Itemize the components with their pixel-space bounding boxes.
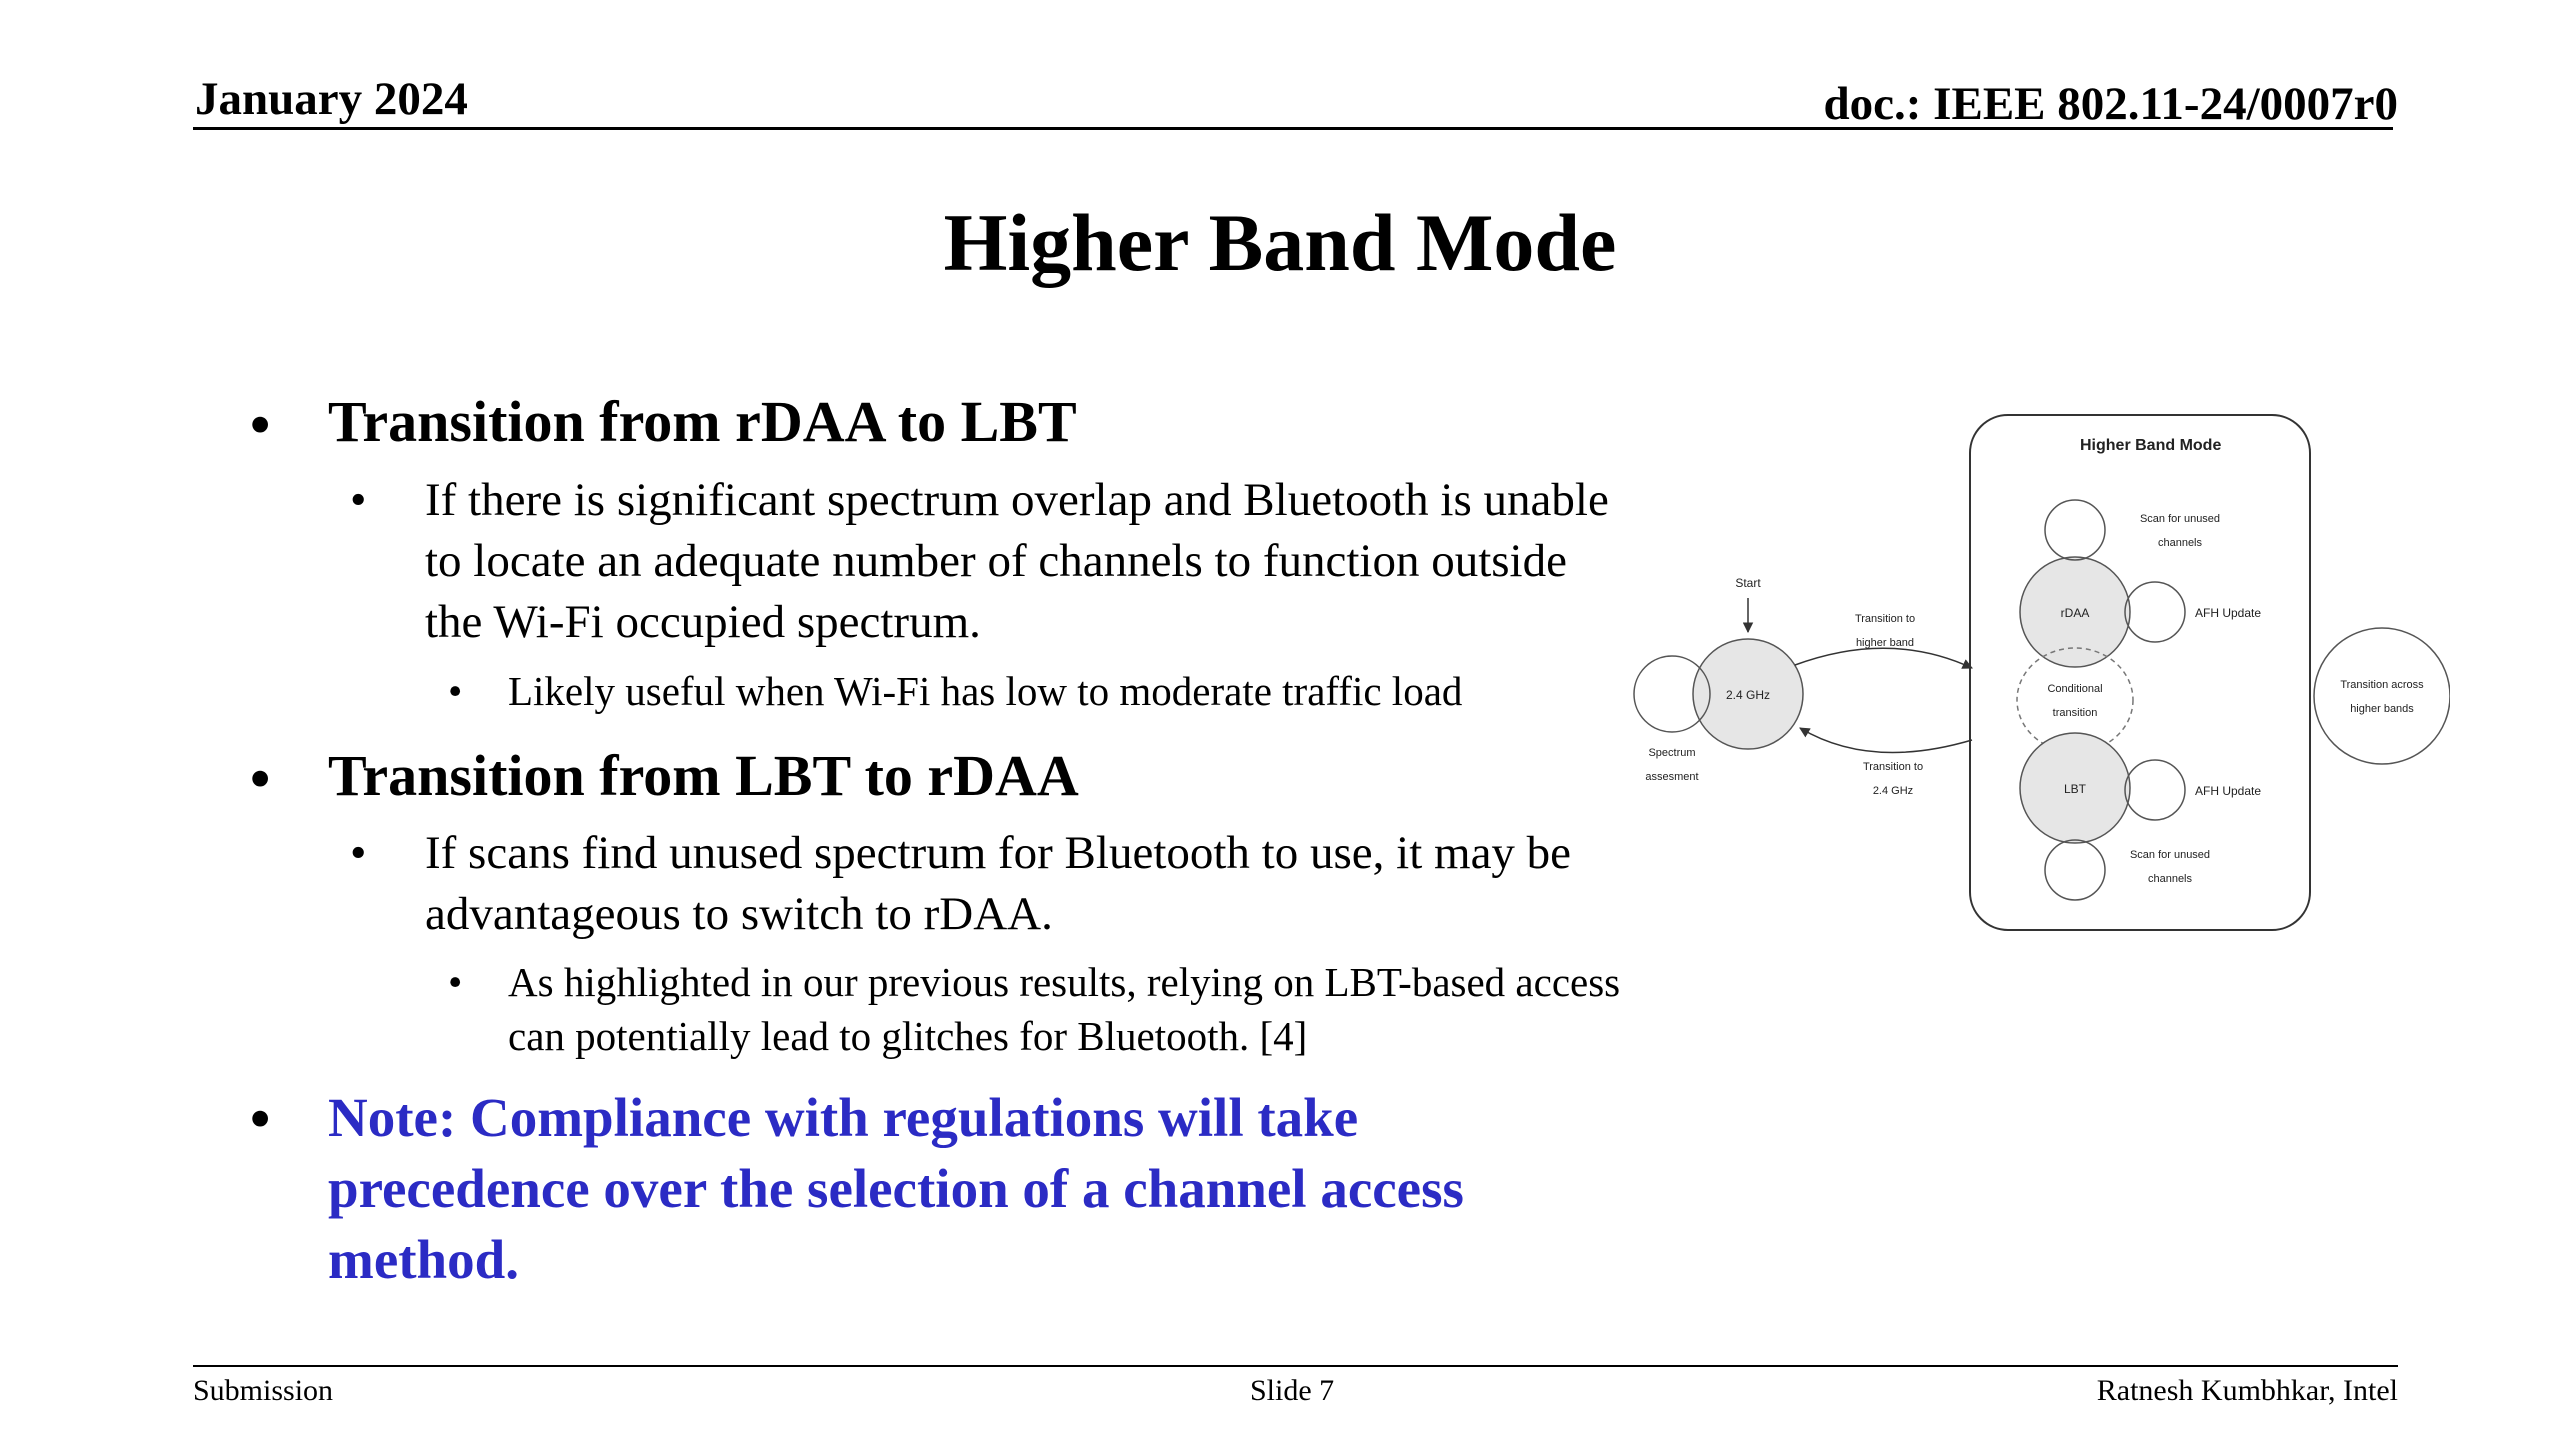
footer-divider — [193, 1365, 2398, 1367]
node-lbt — [2019, 732, 2131, 844]
spectrum-label-2: assesment — [1645, 771, 1698, 783]
box-title: Higher Band Mode — [2080, 437, 2221, 454]
detail-bullet-text: Likely useful when Wi-Fi has low to mode… — [508, 668, 1463, 714]
node-lbt-label: LBT — [2064, 782, 2087, 796]
header-date: January 2024 — [195, 73, 468, 125]
node-rdaa — [2019, 556, 2131, 668]
note-text: Note: Compliance with regulations will t… — [328, 1087, 1464, 1290]
afh-bottom-label: AFH Update — [2195, 784, 2261, 798]
detail-bullet-text: As highlighted in our previous results, … — [508, 959, 1621, 1059]
rdaa-scan-loop — [2044, 499, 2106, 561]
to-higher-label-1: Transition to — [1855, 613, 1915, 625]
to-24-label-2: 2.4 GHz — [1873, 785, 1913, 797]
bullet-marker: • — [350, 474, 367, 526]
spectrum-assessment-loop — [1633, 655, 1711, 733]
lbt-afh-loop — [2124, 759, 2186, 821]
scan-top-label-1: Scan for unused — [2140, 513, 2220, 525]
footer-slide-number: Slide 7 — [1250, 1374, 1335, 1407]
afh-top-label: AFH Update — [2195, 606, 2261, 620]
across-label-2: higher bands — [2350, 703, 2414, 715]
bullet-marker: • — [448, 959, 463, 1005]
bullet-marker: • — [350, 827, 367, 879]
bullet-heading: Transition from LBT to rDAA — [328, 743, 1079, 808]
to-higher-label-2: higher band — [1856, 637, 1914, 649]
bullet-heading: Transition from rDAA to LBT — [328, 389, 1077, 454]
cond-label-2: transition — [2053, 707, 2098, 719]
to-24-label-1: Transition to — [1863, 761, 1923, 773]
bullet-marker: • — [448, 668, 463, 714]
scan-bottom-label-2: channels — [2148, 873, 2193, 885]
mode-container-box — [1969, 414, 2311, 931]
bullet-marker: • — [250, 1086, 271, 1151]
start-label: Start — [1735, 576, 1761, 590]
higher-band-mode-diagram: Higher Band Mode Start 2.4 GHz Spectrum … — [1633, 414, 2450, 931]
bullet-marker: • — [250, 392, 271, 457]
footer-submission: Submission — [193, 1374, 334, 1407]
spectrum-label-1: Spectrum — [1648, 747, 1695, 759]
rdaa-afh-loop — [2124, 581, 2186, 643]
across-label-1: Transition across — [2340, 679, 2424, 691]
cond-label-1: Conditional — [2047, 683, 2102, 695]
sub-bullet-text: If scans find unused spectrum for Blueto… — [425, 827, 1572, 940]
slide-title: Higher Band Mode — [943, 197, 1617, 288]
node-rdaa-label: rDAA — [2061, 606, 2090, 620]
conditional-transition-loop — [2016, 647, 2134, 753]
node-2-4ghz-label: 2.4 GHz — [1726, 688, 1770, 702]
scan-top-label-2: channels — [2158, 537, 2203, 549]
bullet-marker: • — [250, 746, 271, 811]
across-bands-loop — [2313, 627, 2450, 765]
footer-author: Ratnesh Kumbhkar, Intel — [2096, 1374, 2398, 1407]
scan-bottom-label-1: Scan for unused — [2130, 849, 2210, 861]
lbt-scan-loop — [2044, 839, 2106, 901]
arrow-to-2-4ghz — [1799, 727, 1973, 754]
header-doc-id: doc.: IEEE 802.11-24/0007r0 — [1823, 78, 2398, 130]
sub-bullet-text: If there is significant spectrum overlap… — [425, 474, 1609, 648]
arrow-to-higher-band — [1794, 647, 1973, 669]
node-2-4ghz — [1692, 638, 1804, 750]
header-divider — [193, 127, 2393, 130]
